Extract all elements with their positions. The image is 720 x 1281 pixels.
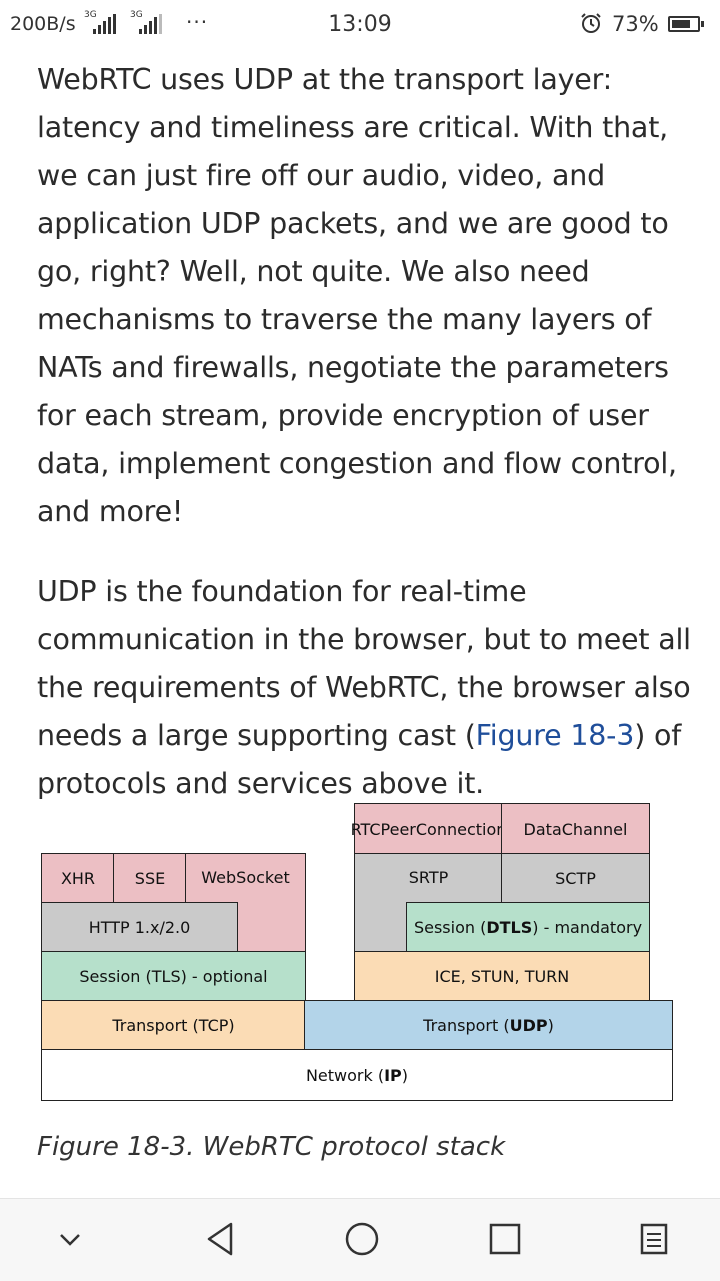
- more-notifications-icon: ···: [186, 10, 209, 34]
- protocol-stack-figure: XHR SSE WebSocket HTTP 1.x/2.0 Session (…: [41, 803, 673, 1103]
- battery-percent: 73%: [612, 12, 659, 36]
- recents-square-icon[interactable]: [483, 1217, 527, 1261]
- navigation-bar: [0, 1198, 720, 1281]
- layer-rtc-peer-connection: RTCPeerConnection: [351, 803, 506, 855]
- paragraph-2: UDP is the foundation for real-time comm…: [37, 575, 691, 800]
- layer-ice-stun-turn: ICE, STUN, TURN: [354, 951, 650, 1002]
- chevron-down-icon[interactable]: [48, 1217, 92, 1261]
- battery-icon: [668, 16, 704, 32]
- figure-link[interactable]: Figure 18-3: [475, 719, 635, 752]
- menu-list-icon[interactable]: [632, 1217, 676, 1261]
- layer-network-ip: Network (IP): [41, 1049, 673, 1101]
- paragraph-1: WebRTC uses UDP at the transport layer: …: [37, 63, 677, 528]
- layer-dtls: Session (DTLS) - mandatory: [406, 902, 650, 953]
- layer-tcp: Transport (TCP): [41, 1000, 306, 1051]
- figure-caption: Figure 18-3. WebRTC protocol stack: [37, 1132, 506, 1162]
- layer-sse: SSE: [113, 853, 187, 904]
- layer-data-channel: DataChannel: [501, 803, 650, 855]
- layer-http: HTTP 1.x/2.0: [41, 902, 238, 953]
- layer-udp: Transport (UDP): [304, 1000, 673, 1051]
- home-circle-icon[interactable]: [340, 1217, 384, 1261]
- clock: 13:09: [328, 12, 392, 37]
- alarm-icon: [581, 13, 601, 33]
- network-speed: 200B/s: [10, 13, 76, 35]
- back-triangle-icon[interactable]: [198, 1217, 242, 1261]
- status-bar: 200B/s 3G 3G ··· 13:09 73%: [0, 0, 720, 48]
- layer-sctp: SCTP: [501, 853, 650, 904]
- article-content: WebRTC uses UDP at the transport layer: …: [37, 56, 697, 808]
- layer-xhr: XHR: [41, 853, 115, 904]
- layer-tls: Session (TLS) - optional: [41, 951, 306, 1002]
